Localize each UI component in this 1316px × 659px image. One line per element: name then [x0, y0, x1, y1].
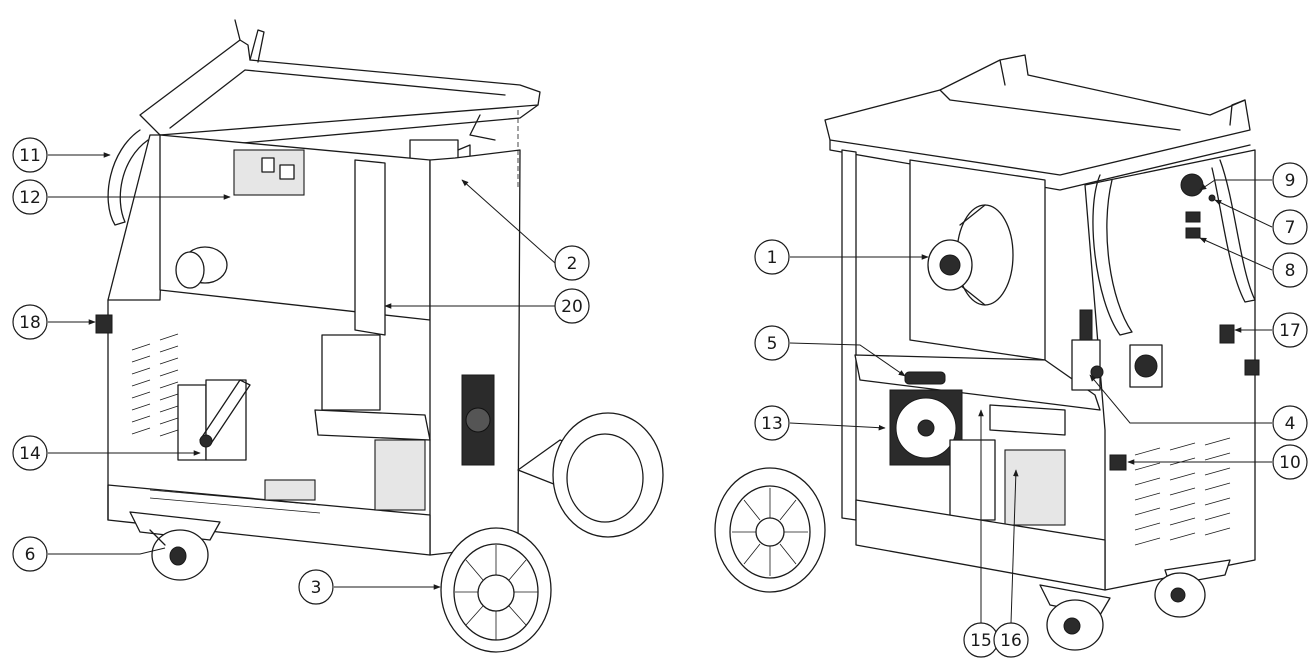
- callout-9: 9: [1272, 162, 1308, 198]
- callout-18: 18: [12, 304, 48, 340]
- svg-text:5: 5: [767, 334, 778, 354]
- svg-text:1: 1: [767, 248, 778, 268]
- svg-text:11: 11: [19, 146, 41, 166]
- svg-text:17: 17: [1279, 321, 1301, 341]
- svg-text:7: 7: [1285, 218, 1296, 238]
- callout-17: 17: [1272, 312, 1308, 348]
- callout-8: 8: [1272, 252, 1308, 288]
- callout-3: 3: [298, 569, 334, 605]
- right-welder-unit: [714, 54, 1260, 651]
- callout-20: 20: [554, 288, 590, 324]
- callout-12: 12: [12, 179, 48, 215]
- callout-1: 1: [754, 239, 790, 275]
- svg-text:13: 13: [761, 414, 783, 434]
- callout-10: 10: [1272, 444, 1308, 480]
- svg-text:14: 14: [19, 444, 41, 464]
- svg-text:15: 15: [970, 631, 992, 651]
- svg-text:4: 4: [1285, 414, 1296, 434]
- svg-text:3: 3: [311, 578, 322, 598]
- callout-14: 14: [12, 435, 48, 471]
- callout-2: 2: [554, 245, 590, 281]
- callout-7: 7: [1272, 209, 1308, 245]
- callout-13: 13: [754, 405, 790, 441]
- svg-text:20: 20: [561, 297, 583, 317]
- svg-text:12: 12: [19, 188, 41, 208]
- svg-text:6: 6: [25, 545, 36, 565]
- callout-5: 5: [754, 325, 790, 361]
- svg-text:18: 18: [19, 313, 41, 333]
- svg-text:16: 16: [1000, 631, 1022, 651]
- left-welder-unit: [95, 19, 664, 653]
- callout-6: 6: [12, 536, 48, 572]
- callout-16: 16: [993, 622, 1029, 658]
- svg-text:9: 9: [1285, 171, 1296, 191]
- svg-text:8: 8: [1285, 261, 1296, 281]
- svg-text:2: 2: [567, 254, 578, 274]
- callout-4: 4: [1272, 405, 1308, 441]
- svg-text:10: 10: [1279, 453, 1301, 473]
- callout-11: 11: [12, 137, 48, 173]
- callout-15: 15: [963, 622, 999, 658]
- leader-lines: [48, 152, 1273, 624]
